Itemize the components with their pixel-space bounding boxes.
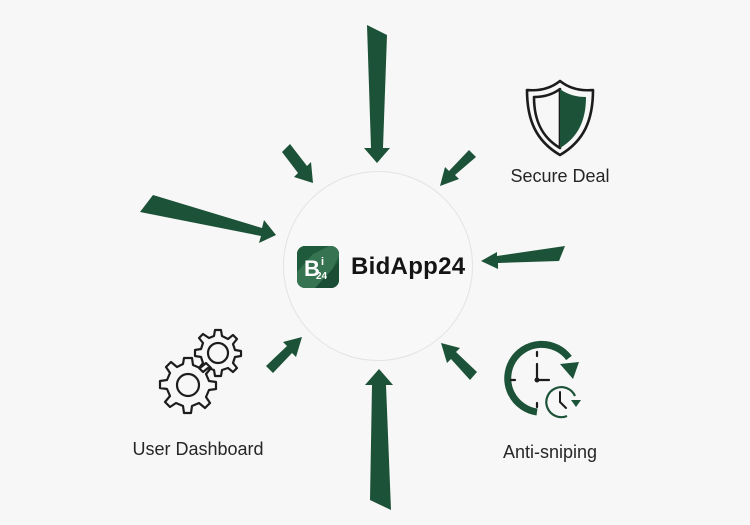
feature-label: Anti-sniping: [502, 442, 598, 462]
feature-label: Secure Deal: [510, 166, 610, 186]
bidapp24-logo-icon: B i 24: [297, 246, 339, 288]
shield-icon: [522, 78, 598, 158]
svg-text:24: 24: [316, 271, 328, 282]
svg-text:i: i: [321, 256, 324, 268]
feature-label: User Dashboard: [132, 439, 264, 459]
arrow-top-left: [282, 144, 313, 183]
brand: B i 24 BidApp24: [297, 245, 465, 289]
arrow-top-right: [440, 150, 476, 186]
arrow-bottom-left: [266, 337, 302, 373]
arrow-top: [364, 25, 390, 163]
arrow-bottom-right: [441, 343, 477, 380]
gears-icon: [156, 325, 246, 415]
svg-text:B: B: [304, 256, 320, 281]
arrow-bottom: [365, 369, 393, 510]
arrow-left: [140, 195, 276, 243]
brand-name: BidApp24: [351, 253, 466, 280]
arrow-right: [481, 246, 565, 269]
clock-refresh-icon: [497, 340, 597, 422]
